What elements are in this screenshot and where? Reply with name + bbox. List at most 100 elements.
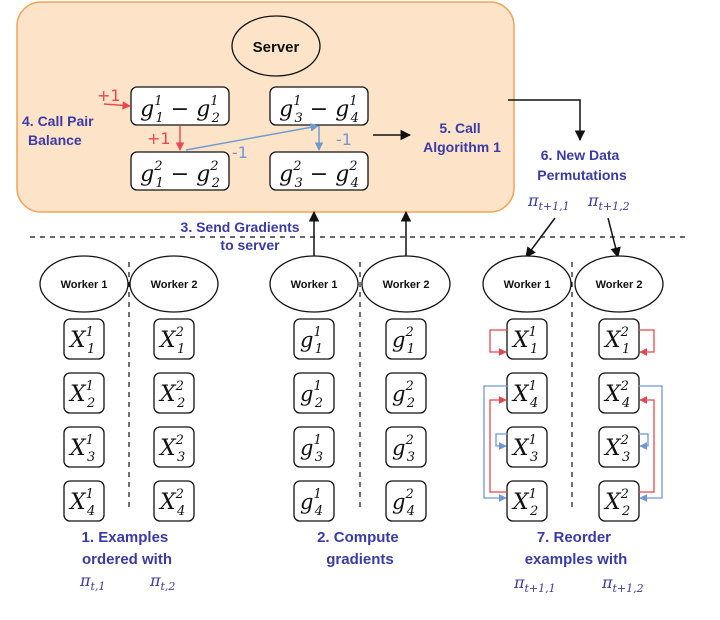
svg-text:Worker 2: Worker 2 — [383, 279, 430, 291]
svg-text:g14: g14 — [300, 487, 323, 519]
pi-old-w2: πt,2 — [149, 571, 175, 593]
worker-2-reorder: Worker 2 — [574, 255, 664, 313]
svg-text:g12: g12 — [300, 379, 323, 411]
svg-text:X11: X11 — [511, 325, 538, 357]
svg-text:X12: X12 — [511, 487, 538, 519]
svg-text:X21: X21 — [603, 325, 630, 357]
svg-text:g21 − g22: g21 − g22 — [140, 159, 220, 191]
step-2-label: 2. Compute gradients — [317, 529, 403, 568]
svg-text:g11: g11 — [300, 325, 323, 357]
svg-text:X24: X24 — [158, 487, 185, 519]
minus-diag-label: -1 — [232, 143, 248, 162]
svg-text:g11 − g12: g11 − g12 — [140, 94, 220, 126]
reorder-w2-arrow-4 — [638, 433, 649, 450]
svg-text:Worker 1: Worker 1 — [291, 279, 338, 291]
svg-text:g23 − g24: g23 − g24 — [279, 159, 359, 191]
worker-1-gradients: Worker 1 — [269, 255, 359, 313]
reorder-w1-arrow-3 — [489, 396, 508, 493]
pi-old-w1: πt,1 — [79, 571, 105, 593]
svg-text:g21: g21 — [392, 325, 415, 357]
reorder-w2-arrow-1 — [638, 329, 655, 356]
plus-top-label: +1 — [97, 86, 121, 105]
svg-text:X23: X23 — [603, 433, 630, 465]
svg-text:X24: X24 — [603, 379, 630, 411]
step-3-label: 3. Send Gradients to server — [181, 219, 304, 253]
perm-arrow-w2 — [607, 217, 621, 259]
step-5-label: 5. Call Algorithm 1 — [423, 120, 501, 155]
svg-text:Worker 2: Worker 2 — [151, 279, 198, 291]
svg-text:g23: g23 — [392, 433, 415, 465]
step-4-label: 4. Call Pair Balance — [22, 113, 97, 148]
perm-arrow-w1 — [525, 217, 556, 258]
svg-text:g13: g13 — [300, 433, 323, 465]
svg-text:g13 − g14: g13 − g14 — [279, 94, 359, 126]
worker-2-examples: Worker 2 — [129, 255, 219, 313]
svg-text:X14: X14 — [68, 487, 95, 519]
svg-text:X22: X22 — [158, 379, 185, 411]
pi-new-w1-bottom: πt+1,1 — [513, 573, 556, 595]
svg-text:X11: X11 — [68, 325, 95, 357]
svg-text:X22: X22 — [603, 487, 630, 519]
svg-text:X12: X12 — [68, 379, 95, 411]
reorder-w1-arrow-1 — [489, 329, 508, 356]
reorder-w2-arrow-2 — [638, 385, 663, 502]
minus-diag-arrow — [185, 123, 319, 151]
plus-mid-label: +1 — [147, 129, 171, 148]
svg-text:X13: X13 — [68, 433, 95, 465]
svg-text:X13: X13 — [511, 433, 538, 465]
svg-text:g24: g24 — [392, 487, 415, 519]
worker-2-gradients: Worker 2 — [361, 255, 451, 313]
server-title: Server — [253, 39, 300, 56]
worker-1-examples: Worker 1 — [39, 255, 129, 313]
step-1-label: 1. Examples ordered with — [82, 529, 173, 568]
minus-right-label: -1 — [336, 130, 352, 149]
step-6-label: 6. New Data Permutations — [537, 147, 627, 183]
svg-text:Worker 1: Worker 1 — [504, 279, 551, 291]
server-node — [231, 15, 321, 77]
svg-text:X23: X23 — [158, 433, 185, 465]
worker-1-reorder: Worker 1 — [482, 255, 572, 313]
svg-text:g22: g22 — [392, 379, 415, 411]
reorder-w1-arrow-4 — [495, 433, 508, 450]
pi-new-w2-bottom: πt+1,2 — [601, 573, 644, 595]
svg-text:Worker 2: Worker 2 — [596, 279, 643, 291]
reorder-w1-arrow-2 — [483, 385, 508, 502]
to-permutations-arrow — [508, 99, 586, 142]
svg-text:X21: X21 — [158, 325, 185, 357]
svg-text:X14: X14 — [511, 379, 538, 411]
plus-top-arrow — [103, 101, 131, 110]
step-7-label: 7. Reorder examples with — [525, 529, 628, 568]
pi-new-w2-top: πt+1,2 — [587, 191, 630, 213]
